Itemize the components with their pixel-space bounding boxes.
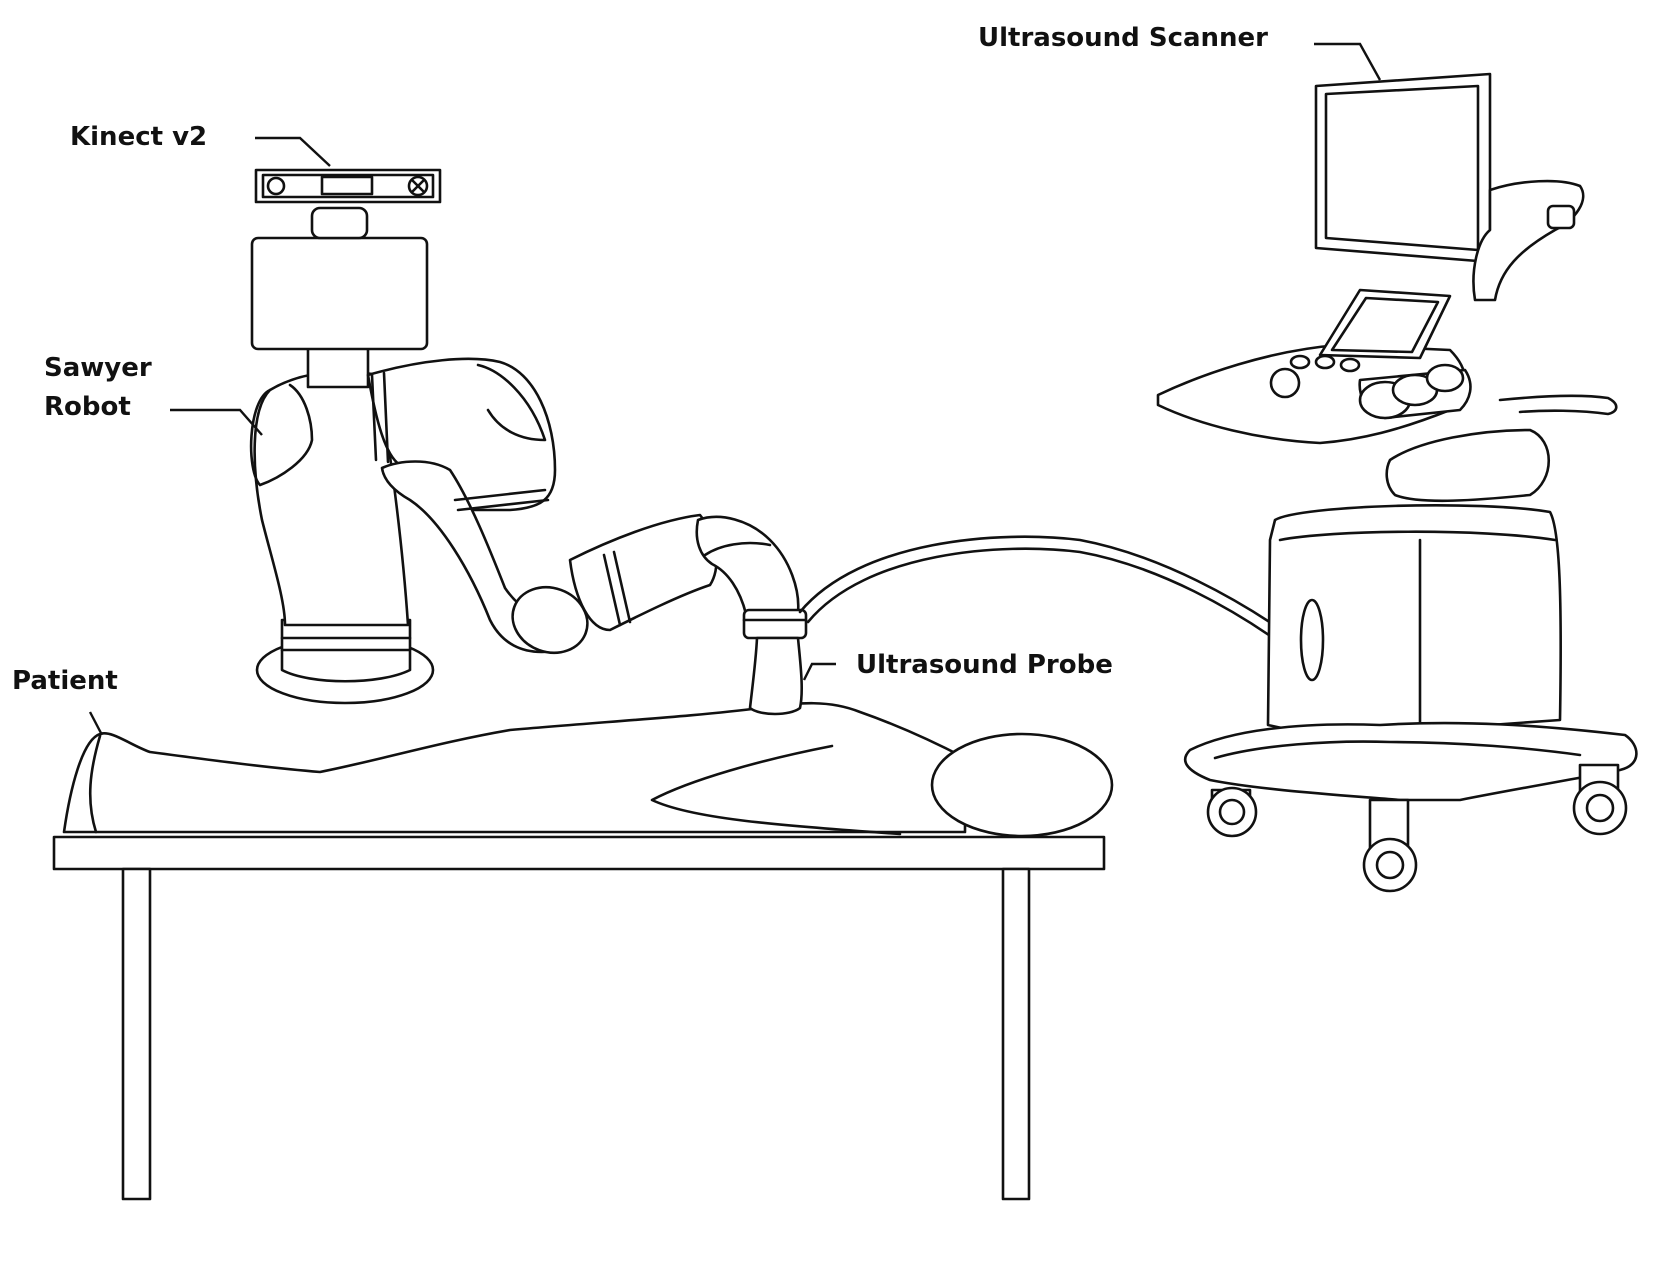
probe-cable bbox=[798, 535, 1298, 642]
kinect-lens-left bbox=[266, 176, 286, 196]
robot-elbow-joint bbox=[511, 585, 589, 655]
robot-head-display bbox=[250, 236, 429, 351]
label-patient: Patient bbox=[12, 666, 118, 696]
ultrasound-scanner bbox=[1156, 72, 1638, 893]
ultrasound-probe bbox=[748, 636, 804, 716]
robot-wrist-link bbox=[568, 513, 718, 632]
table-top bbox=[52, 835, 1106, 871]
table-leg-left bbox=[121, 867, 152, 1201]
patient-arm bbox=[650, 744, 902, 836]
label-probe: Ultrasound Probe bbox=[856, 650, 1113, 680]
patient-body bbox=[62, 701, 967, 834]
label-sawyer-line1: Sawyer bbox=[44, 353, 152, 383]
kinect-lens-center bbox=[320, 175, 374, 196]
patient-head bbox=[930, 732, 1114, 838]
kinect-lens-right bbox=[407, 175, 429, 197]
scanner-leader bbox=[1314, 42, 1382, 81]
label-sawyer: Sawyer Robot bbox=[44, 352, 152, 423]
label-kinect: Kinect v2 bbox=[70, 122, 208, 152]
scanner-handle bbox=[1498, 394, 1618, 416]
kinect-sensor bbox=[254, 168, 442, 204]
scanner-monitor bbox=[1314, 72, 1492, 264]
table bbox=[52, 835, 1106, 1201]
probe-holder-3 bbox=[1425, 363, 1465, 393]
scanner-probe-port bbox=[1299, 598, 1325, 682]
scanner-trackball bbox=[1269, 367, 1301, 399]
leader-lines bbox=[88, 42, 1382, 736]
table-leg-right bbox=[1001, 867, 1031, 1201]
robot-head-mount bbox=[310, 206, 369, 240]
patient-figure bbox=[62, 701, 1114, 838]
sawyer-robot bbox=[249, 206, 808, 716]
label-scanner: Ultrasound Scanner bbox=[978, 23, 1268, 53]
scanner-cart-base bbox=[1184, 721, 1638, 802]
sawyer-leader bbox=[170, 408, 263, 436]
scanner-monitor-arm bbox=[1472, 179, 1585, 302]
probe-leader bbox=[802, 662, 836, 681]
scanner-wheels bbox=[1206, 763, 1628, 893]
scanner-body bbox=[1266, 504, 1562, 737]
kinect-leader bbox=[255, 136, 331, 167]
probe-holder-cuff bbox=[742, 608, 808, 640]
patient-feet bbox=[88, 734, 102, 834]
label-sawyer-line2: Robot bbox=[44, 391, 131, 422]
patient-leader bbox=[88, 711, 104, 736]
robot-neck bbox=[306, 345, 370, 389]
